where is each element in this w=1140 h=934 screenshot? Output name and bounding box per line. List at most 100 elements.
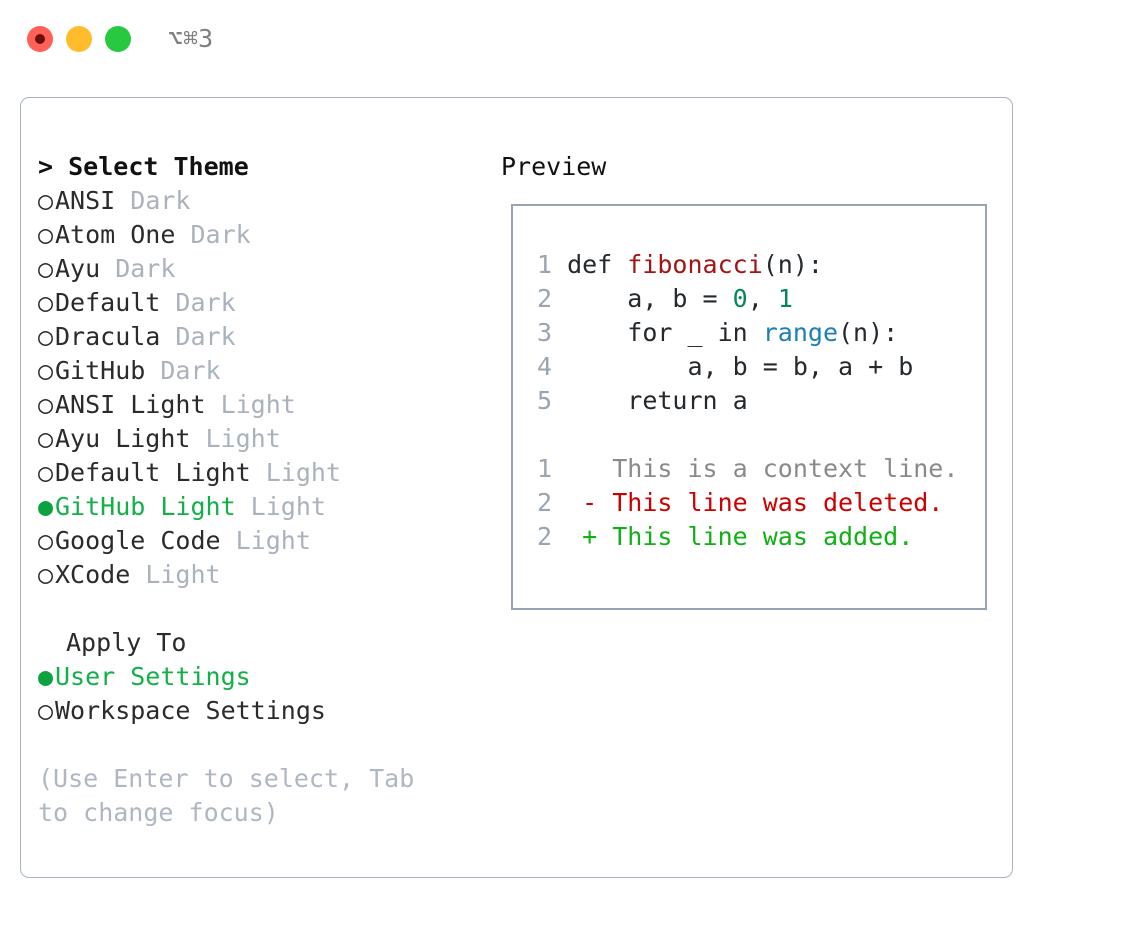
diff-text: This is a context line.: [597, 454, 959, 483]
code-line: 3 for _ in range(n):: [526, 316, 981, 350]
code-token: (n):: [838, 318, 899, 347]
radio-unselected-icon: ○: [38, 526, 54, 555]
code-token: fibonacci: [627, 250, 763, 279]
theme-option-label: Atom One: [55, 220, 176, 249]
theme-option-label: GitHub: [55, 356, 146, 385]
diff-line-del: 2 - This line was deleted.: [526, 486, 981, 520]
line-number: 3: [536, 318, 552, 347]
theme-option-label: XCode: [55, 560, 131, 589]
code-token: def: [567, 250, 628, 279]
code-token: 0: [732, 284, 748, 313]
radio-unselected-icon: ○: [38, 424, 54, 453]
maximize-button[interactable]: [105, 26, 131, 52]
code-token: ,: [747, 284, 778, 313]
code-token: for _ in: [567, 318, 763, 347]
select-theme-heading-label: Select Theme: [68, 152, 249, 181]
radio-unselected-icon: ○: [38, 458, 54, 487]
theme-option-xcode[interactable]: ○XCode Light: [38, 558, 498, 592]
code-line: 1 def fibonacci(n):: [526, 248, 981, 282]
code-token: a, b =: [567, 284, 733, 313]
theme-option-variant: Dark: [145, 356, 221, 385]
theme-option-ansi-light[interactable]: ○ANSI Light Light: [38, 388, 498, 422]
recording-indicator-icon: [35, 34, 45, 44]
radio-unselected-icon: ○: [38, 390, 54, 419]
select-theme-heading: > Select Theme: [38, 150, 498, 184]
line-number: 5: [536, 386, 552, 415]
theme-option-label: Ayu Light: [55, 424, 191, 453]
radio-unselected-icon: ○: [38, 186, 54, 215]
theme-option-dracula[interactable]: ○Dracula Dark: [38, 320, 498, 354]
radio-unselected-icon: ○: [38, 356, 54, 385]
theme-option-variant: Light: [205, 390, 296, 419]
line-number: 4: [536, 352, 552, 381]
theme-option-variant: Dark: [160, 288, 236, 317]
code-line: 5 return a: [526, 384, 981, 418]
theme-option-ansi[interactable]: ○ANSI Dark: [38, 184, 498, 218]
theme-list: ○ANSI Dark○Atom One Dark○Ayu Dark○Defaul…: [38, 184, 498, 592]
theme-option-variant: Light: [220, 526, 311, 555]
theme-option-ayu[interactable]: ○Ayu Dark: [38, 252, 498, 286]
code-line: 4 a, b = b, a + b: [526, 350, 981, 384]
line-number: 2: [536, 488, 552, 517]
preview-title: Preview: [501, 152, 607, 181]
keyboard-shortcut-label: ⌥⌘3: [168, 24, 214, 53]
radio-unselected-icon: ○: [38, 288, 54, 317]
content-panel: > Select Theme ○ANSI Dark○Atom One Dark○…: [20, 97, 1013, 878]
code-token: return a: [567, 386, 748, 415]
line-number: 1: [536, 250, 552, 279]
diff-marker: +: [582, 522, 598, 551]
apply-to-option-label: User Settings: [55, 662, 251, 691]
theme-option-label: Dracula: [55, 322, 161, 351]
theme-option-atom-one[interactable]: ○Atom One Dark: [38, 218, 498, 252]
theme-option-variant: Dark: [175, 220, 251, 249]
code-line: 2 a, b = 0, 1: [526, 282, 981, 316]
radio-unselected-icon: ○: [38, 254, 54, 283]
theme-option-label: ANSI: [55, 186, 116, 215]
theme-option-variant: Light: [190, 424, 281, 453]
theme-option-variant: Dark: [160, 322, 236, 351]
theme-option-variant: Light: [130, 560, 221, 589]
radio-unselected-icon: ○: [38, 322, 54, 351]
theme-option-google-code[interactable]: ○Google Code Light: [38, 524, 498, 558]
radio-unselected-icon: ○: [38, 696, 54, 725]
theme-option-label: Google Code: [55, 526, 221, 555]
theme-option-variant: Light: [235, 492, 326, 521]
apply-to-option-user-settings[interactable]: ●User Settings: [38, 660, 498, 694]
diff-line-ctx: 1 This is a context line.: [526, 452, 981, 486]
theme-option-variant: Dark: [100, 254, 176, 283]
apply-to-heading: Apply To: [66, 628, 187, 657]
caret-icon: >: [38, 152, 54, 181]
code-token: range: [762, 318, 838, 347]
theme-option-variant: Dark: [115, 186, 191, 215]
apply-to-list: ●User Settings○Workspace Settings: [38, 660, 498, 728]
radio-unselected-icon: ○: [38, 220, 54, 249]
apply-to-option-workspace-settings[interactable]: ○Workspace Settings: [38, 694, 498, 728]
apply-to-option-label: Workspace Settings: [55, 696, 326, 725]
line-number: 2: [536, 522, 552, 551]
theme-option-label: Ayu: [55, 254, 101, 283]
code-token: 1: [777, 284, 793, 313]
theme-option-github-light[interactable]: ●GitHub Light Light: [38, 490, 498, 524]
line-number: 1: [536, 454, 552, 483]
theme-option-github[interactable]: ○GitHub Dark: [38, 354, 498, 388]
theme-option-label: ANSI Light: [55, 390, 206, 419]
radio-unselected-icon: ○: [38, 560, 54, 589]
diff-text: This line was deleted.: [597, 488, 944, 517]
code-token: a, b = b, a + b: [567, 352, 914, 381]
line-number: 2: [536, 284, 552, 313]
title-bar: ⌥⌘3: [0, 0, 1140, 78]
theme-option-default[interactable]: ○Default Dark: [38, 286, 498, 320]
radio-selected-icon: ●: [38, 662, 54, 691]
theme-option-label: Default Light: [55, 458, 251, 487]
minimize-button[interactable]: [66, 26, 92, 52]
keyboard-hint-text: (Use Enter to select, Tab to change focu…: [38, 764, 430, 827]
diff-line-add: 2 + This line was added.: [526, 520, 981, 554]
theme-option-default-light[interactable]: ○Default Light Light: [38, 456, 498, 490]
diff-text: This line was added.: [597, 522, 914, 551]
diff-marker: -: [582, 488, 598, 517]
theme-option-ayu-light[interactable]: ○Ayu Light Light: [38, 422, 498, 456]
code-spacer: [526, 418, 981, 452]
